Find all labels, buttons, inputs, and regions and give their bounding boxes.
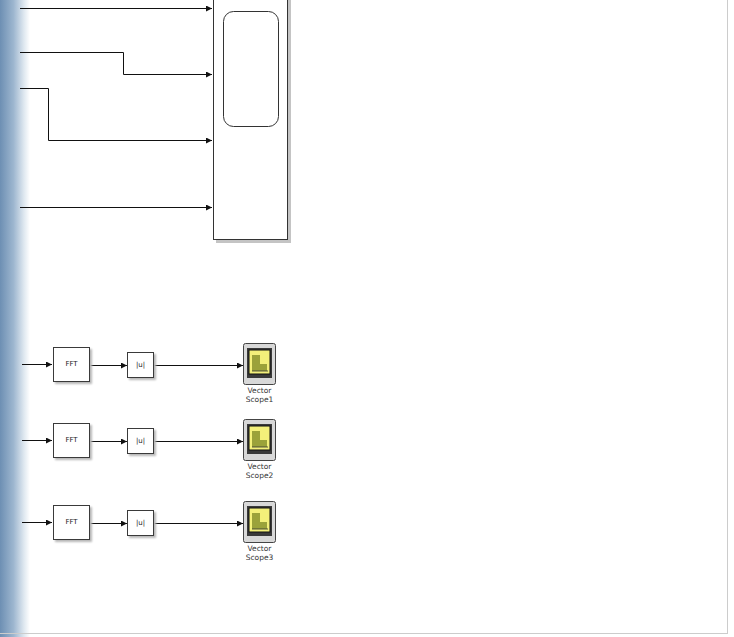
panel-border [0, 633, 728, 634]
panel-border [727, 0, 728, 633]
wire [20, 53, 212, 75]
signal-line [154, 365, 243, 366]
vector-scope-block: Vector Scope3 [243, 501, 276, 543]
block-label: |u| [136, 520, 145, 527]
vector-scope-block: Vector Scope2 [243, 419, 276, 461]
vector-scope-icon [243, 419, 276, 461]
block-label: FFT [65, 361, 77, 368]
signal-line [90, 523, 127, 524]
wire [22, 522, 52, 523]
block-label: |u| [136, 362, 145, 369]
block-label: FFT [65, 519, 77, 526]
fft-block: FFT [53, 505, 90, 540]
abs-block: |u| [127, 510, 154, 536]
block-name: Vector Scope3 [240, 545, 280, 562]
block-label: FFT [65, 437, 77, 444]
scope-screen [224, 12, 279, 127]
vector-scope-icon [243, 501, 276, 543]
signal-line [154, 523, 243, 524]
wire [20, 89, 212, 141]
vector-scope-block: Vector Scope1 [243, 343, 276, 385]
fft-block: FFT [53, 423, 90, 458]
block-name: Vector Scope1 [240, 387, 280, 404]
block-name: Vector Scope2 [240, 463, 280, 480]
wire [22, 440, 52, 441]
vector-scope-icon [243, 343, 276, 385]
fft-block: FFT [53, 347, 90, 382]
blue-strip [0, 0, 30, 637]
signal-line [154, 441, 243, 442]
abs-block: |u| [127, 352, 154, 378]
wire [22, 364, 52, 365]
wire [20, 207, 212, 208]
mux-block [214, 0, 288, 240]
signal-line [90, 365, 127, 366]
block-label: |u| [136, 438, 145, 445]
wire [20, 8, 212, 9]
signal-line [90, 441, 127, 442]
abs-block: |u| [127, 428, 154, 454]
